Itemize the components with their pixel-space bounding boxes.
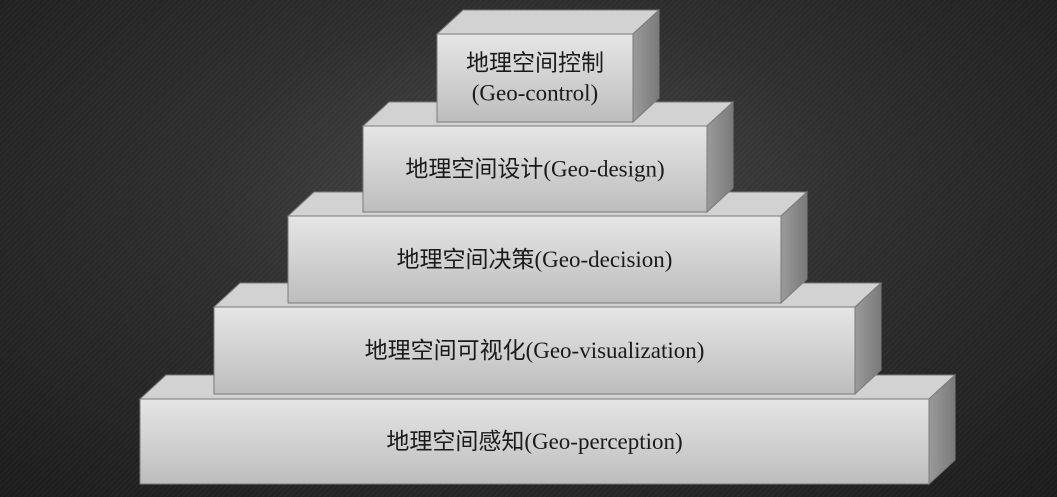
tier-label: (Geo-control) [472,81,598,106]
tier-label: 地理空间感知(Geo-perception) [386,429,682,454]
tier-front-face [436,33,634,123]
tier-front-face [287,215,782,304]
tier-label: 地理空间可视化(Geo-visualization) [365,338,705,363]
tier-top-face [435,9,661,35]
tier-label: 地理空间决策(Geo-decision) [397,247,673,272]
tier-front-face [139,398,930,485]
tier-geo-control: 地理空间控制 (Geo-control) [435,8,661,124]
tier-label: 地理空间控制 [466,51,604,76]
tier-front-face [362,125,708,213]
tier-label: 地理空间设计(Geo-design) [405,157,664,182]
tier-front-face [213,306,856,395]
